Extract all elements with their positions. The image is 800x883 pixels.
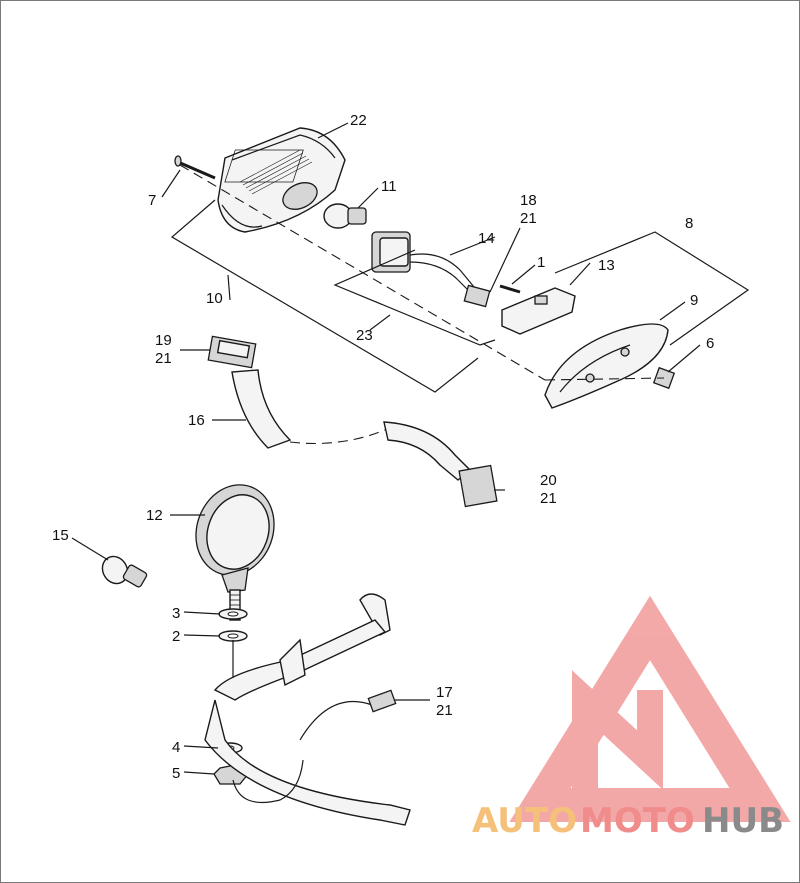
cable-16 (231, 369, 472, 481)
screw-7 (174, 155, 216, 180)
watermark-hub: HUB (702, 801, 784, 841)
callout-14: 14 (478, 230, 495, 247)
group-bracket-8 (554, 231, 750, 346)
callout-11: 11 (381, 178, 397, 195)
bracket-13 (501, 287, 576, 335)
callout-13: 13 (598, 257, 615, 274)
watermark-text: AUTO MOTO HUB (472, 801, 784, 841)
callout-21-c: 21 (540, 490, 557, 507)
callout-16: 16 (188, 412, 205, 429)
connector-19 (207, 335, 257, 369)
bulb-15 (101, 555, 148, 588)
bulb-11 (323, 203, 367, 229)
callout-15: 15 (52, 527, 69, 544)
callout-3: 3 (172, 605, 180, 622)
group-bracket-23 (333, 249, 496, 346)
callout-6: 6 (706, 335, 714, 352)
watermark-logo (509, 595, 791, 822)
callout-labels: 22 7 11 18 21 8 14 1 13 10 9 23 6 19 21 … (52, 112, 714, 782)
callout-21-a: 21 (520, 210, 537, 227)
washer-3 (218, 608, 248, 620)
mounting-bracket (204, 593, 411, 826)
socket-harness-14 (371, 231, 491, 308)
callout-21-b: 21 (155, 350, 172, 367)
connector-20 (458, 464, 498, 508)
callout-9: 9 (690, 292, 698, 309)
leader-lines (71, 122, 701, 775)
watermark-auto: AUTO (472, 801, 577, 841)
group-bracket-10 (170, 199, 479, 393)
callout-12: 12 (146, 507, 163, 524)
callout-23: 23 (356, 327, 373, 344)
callout-1: 1 (537, 254, 545, 271)
callout-20: 20 (540, 472, 557, 489)
screw-1 (499, 284, 521, 294)
callout-4: 4 (172, 739, 180, 756)
lamp-base-9 (544, 323, 669, 409)
callout-19: 19 (155, 332, 172, 349)
washer-2 (218, 630, 248, 642)
watermark-moto: MOTO (580, 801, 695, 841)
callout-2: 2 (172, 628, 180, 645)
callout-10: 10 (206, 290, 223, 307)
callout-18: 18 (520, 192, 537, 209)
callout-5: 5 (172, 765, 180, 782)
callout-21-d: 21 (436, 702, 453, 719)
callout-8: 8 (685, 215, 693, 232)
callout-7: 7 (148, 192, 156, 209)
callout-17: 17 (436, 684, 453, 701)
callout-22: 22 (350, 112, 367, 129)
lamp-12 (195, 484, 275, 621)
